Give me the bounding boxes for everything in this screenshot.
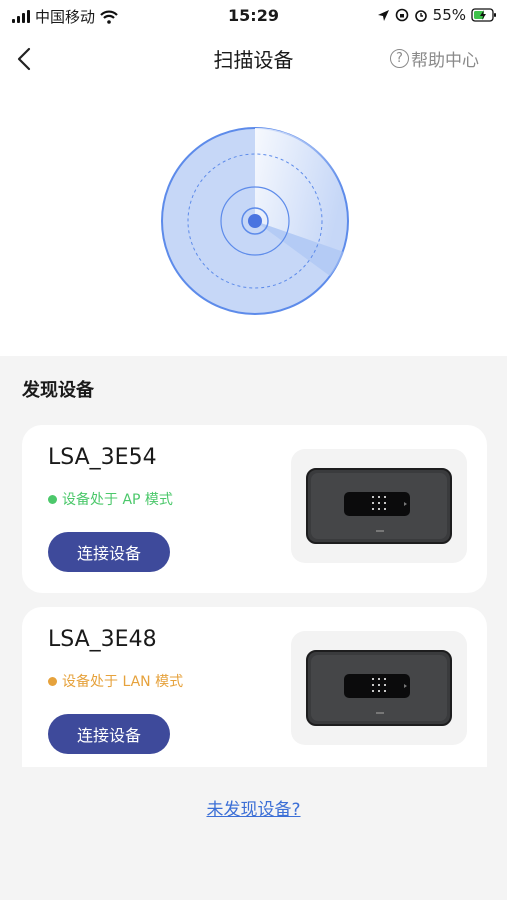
- battery-charging-icon: [471, 8, 496, 22]
- rotation-lock-icon: [395, 8, 408, 22]
- device-status: 设备处于 AP 模式: [48, 489, 173, 509]
- device-card: LSA_3E48 设备处于 LAN 模式 连接设备: [22, 607, 487, 767]
- device-not-found-link[interactable]: 未发现设备?: [206, 800, 301, 820]
- status-dot-icon: [48, 494, 57, 504]
- location-icon: [377, 9, 389, 21]
- device-name: LSA_3E54: [48, 445, 157, 470]
- connect-device-button[interactable]: 连接设备: [48, 714, 170, 754]
- section-title: 发现设备: [22, 380, 94, 401]
- back-button[interactable]: [10, 42, 44, 76]
- status-dot-icon: [48, 676, 57, 686]
- wifi-icon: [100, 10, 118, 24]
- signal-icon: [12, 10, 30, 23]
- clock: 15:29: [228, 6, 279, 25]
- device-status-text: 设备处于 LAN 模式: [62, 674, 184, 690]
- connect-device-button[interactable]: 连接设备: [48, 532, 170, 572]
- alarm-icon: [414, 10, 427, 22]
- battery-percent: 55%: [432, 6, 466, 24]
- safe-device-icon: [306, 468, 452, 544]
- status-bar: 中国移动 15:29 55%: [0, 0, 507, 32]
- radar-scan-icon: [161, 127, 350, 315]
- navigation-bar: 扫描设备 ? 帮助中心: [0, 32, 507, 86]
- device-image: [291, 631, 467, 745]
- question-icon: ?: [390, 49, 409, 68]
- device-status: 设备处于 LAN 模式: [48, 671, 183, 691]
- chevron-left-icon: [17, 47, 31, 71]
- help-center-link[interactable]: ? 帮助中心: [390, 46, 479, 71]
- carrier-label: 中国移动: [35, 8, 96, 26]
- safe-device-icon: [306, 650, 452, 726]
- page-title: 扫描设备: [213, 48, 294, 72]
- device-name: LSA_3E48: [48, 627, 157, 652]
- device-image: [291, 449, 467, 563]
- device-card: LSA_3E54 设备处于 AP 模式 连接设备: [22, 425, 487, 593]
- radar-panel: [0, 86, 507, 356]
- device-status-text: 设备处于 AP 模式: [62, 492, 173, 508]
- help-center-label: 帮助中心: [411, 51, 479, 71]
